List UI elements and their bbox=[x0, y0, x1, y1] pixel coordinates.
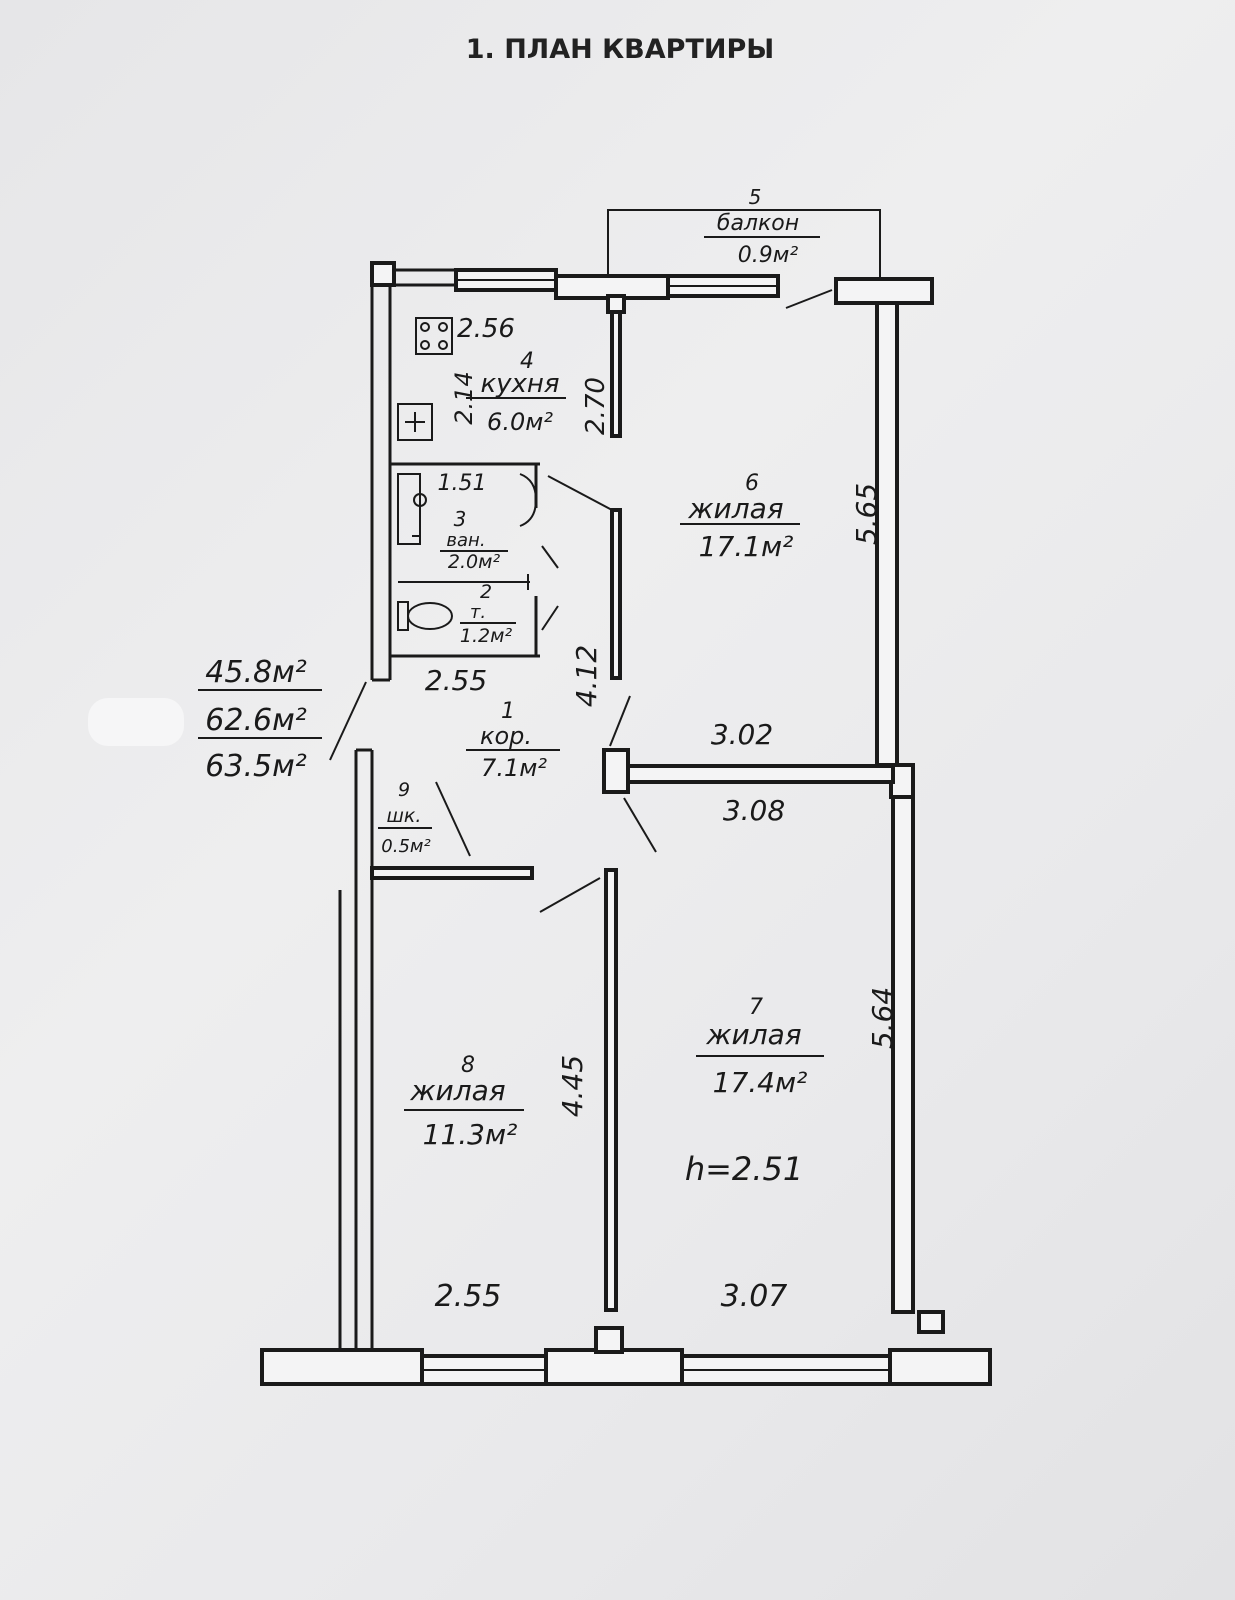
room-label-living-6: 6 жилая 17.1м² bbox=[680, 471, 800, 563]
dim-kitchen-partition: 2.70 bbox=[581, 377, 611, 435]
svg-text:1: 1 bbox=[501, 699, 515, 724]
room-label-wardrobe: 9 шк. 0.5м² bbox=[378, 779, 432, 857]
dim-room6-length: 5.65 bbox=[850, 483, 883, 545]
svg-text:балкон: балкон bbox=[717, 211, 799, 236]
svg-text:шк.: шк. bbox=[387, 805, 422, 827]
walls bbox=[260, 261, 992, 1386]
room-label-kitchen: 4 кухня 6.0м² bbox=[466, 349, 566, 436]
door-swings bbox=[329, 289, 833, 913]
svg-text:жилая: жилая bbox=[705, 1018, 801, 1051]
svg-text:11.3м²: 11.3м² bbox=[423, 1118, 518, 1151]
area-totals: 45.8м² 62.6м² 63.5м² bbox=[88, 655, 322, 784]
svg-text:17.4м²: 17.4м² bbox=[713, 1066, 808, 1099]
room-label-bathroom: 3 ван. 2.0м² bbox=[440, 507, 508, 573]
ceiling-height: h=2.51 bbox=[685, 1150, 803, 1188]
svg-text:ван.: ван. bbox=[446, 530, 485, 551]
svg-text:17.1м²: 17.1м² bbox=[699, 530, 794, 563]
dim-room8-length: 4.45 bbox=[556, 1055, 589, 1117]
dim-room7-width-bottom: 3.07 bbox=[721, 1279, 788, 1314]
toilet-icon bbox=[397, 601, 453, 631]
svg-text:кухня: кухня bbox=[480, 369, 559, 399]
bathtub-icon bbox=[397, 473, 538, 545]
svg-text:жилая: жилая bbox=[687, 492, 783, 525]
svg-text:кор.: кор. bbox=[480, 722, 532, 750]
svg-text:0.5м²: 0.5м² bbox=[381, 836, 430, 857]
dim-wc-width: 2.55 bbox=[425, 664, 487, 697]
svg-text:т.: т. bbox=[470, 602, 486, 623]
redacted-mark bbox=[88, 698, 184, 746]
svg-text:9: 9 bbox=[398, 779, 410, 801]
svg-text:4: 4 bbox=[520, 349, 534, 374]
dim-corridor-length: 4.12 bbox=[570, 645, 603, 707]
room-label-corridor: 1 кор. 7.1м² bbox=[466, 699, 560, 782]
total-area-with-balcony: 63.5м² bbox=[205, 749, 306, 784]
dim-kitchen-depth: 2.14 bbox=[450, 371, 478, 424]
svg-text:5: 5 bbox=[749, 185, 762, 209]
svg-text:2.0м²: 2.0м² bbox=[448, 551, 501, 573]
dimension-labels: 2.56 2.14 2.70 1.51 2.55 4.12 5.65 3.02 … bbox=[425, 314, 899, 1314]
svg-text:1.2м²: 1.2м² bbox=[460, 625, 513, 647]
svg-text:6: 6 bbox=[745, 471, 759, 496]
dim-room7-width-top: 3.08 bbox=[723, 794, 785, 827]
bath-towel-rail-icon bbox=[398, 574, 530, 590]
svg-text:2: 2 bbox=[480, 581, 492, 603]
svg-text:7: 7 bbox=[749, 995, 763, 1020]
svg-text:6.0м²: 6.0м² bbox=[487, 408, 553, 436]
room-label-living-8: 8 жилая 11.3м² bbox=[404, 1053, 524, 1151]
dim-room8-width: 2.55 bbox=[435, 1279, 502, 1314]
room-label-toilet: 2 т. 1.2м² bbox=[460, 581, 516, 647]
room-label-living-7: 7 жилая 17.4м² bbox=[696, 995, 824, 1099]
dim-kitchen-width: 2.56 bbox=[457, 314, 515, 344]
svg-text:7.1м²: 7.1м² bbox=[481, 754, 547, 782]
sink-icon bbox=[397, 403, 433, 441]
dim-room7-length: 5.64 bbox=[866, 987, 899, 1049]
plan-title: 1. ПЛАН КВАРТИРЫ bbox=[466, 34, 774, 65]
stove-icon bbox=[415, 317, 453, 355]
dim-bath-width: 1.51 bbox=[438, 471, 487, 496]
total-area: 62.6м² bbox=[205, 703, 306, 738]
total-living-area: 45.8м² bbox=[205, 655, 306, 690]
dim-room6-width: 3.02 bbox=[711, 718, 773, 751]
svg-text:0.9м²: 0.9м² bbox=[738, 243, 799, 268]
room-label-balcony: 5 балкон 0.9м² bbox=[704, 185, 820, 268]
svg-text:8: 8 bbox=[461, 1053, 475, 1078]
balcony-outline bbox=[607, 209, 881, 279]
svg-text:жилая: жилая bbox=[409, 1074, 505, 1107]
svg-text:3: 3 bbox=[454, 507, 467, 531]
